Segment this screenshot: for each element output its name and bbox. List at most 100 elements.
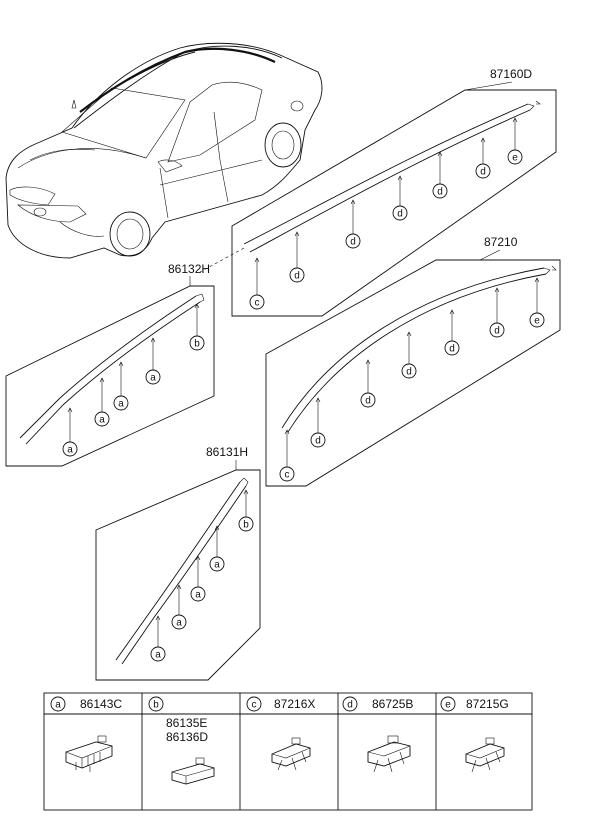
callout-letter: d: [397, 209, 403, 220]
callout-letter: a: [176, 618, 182, 629]
callout-letter: a: [214, 560, 220, 571]
callout-arrow: [118, 361, 124, 367]
callout-a: a: [62, 407, 78, 457]
callout-letter: a: [99, 415, 105, 426]
callout-circle: [209, 556, 225, 572]
legend-letter: d: [347, 700, 353, 711]
callout-letter: a: [67, 445, 73, 456]
callout-a: a: [209, 525, 225, 572]
callout-circle: [289, 267, 305, 283]
callout-circle: [279, 466, 295, 482]
callout-letter: a: [195, 590, 201, 601]
callout-letter: a: [155, 650, 161, 661]
callout-d: d: [475, 137, 491, 179]
callout-letter: d: [350, 237, 356, 248]
legend-cell-c: c 87216X: [246, 696, 315, 771]
callout-circle: [310, 432, 326, 448]
callout-circle: [345, 233, 361, 249]
callout-letter: d: [315, 436, 321, 447]
clip-e-icon: [465, 737, 505, 773]
callout-arrow: [155, 615, 161, 621]
moulding-group-86131h: 86131H: [95, 445, 261, 681]
moulding-group-87160d: 87160D: [199, 67, 557, 317]
callout-c: c: [279, 429, 295, 482]
part-label-87160d: 87160D: [490, 67, 532, 81]
callout-letter: c: [255, 298, 260, 309]
callout-arrow: [194, 303, 200, 309]
legend-part-number-2: 86136D: [166, 730, 208, 744]
callout-arrow: [99, 377, 105, 383]
callout-circle: [529, 312, 545, 328]
callout-circle: [238, 516, 254, 532]
callout-circle: [475, 163, 491, 179]
callout-arrow: [176, 584, 182, 590]
callout-b: b: [189, 303, 205, 351]
callout-circle: [249, 294, 265, 310]
callout-e: e: [507, 117, 523, 165]
callout-circle: [190, 586, 206, 602]
callout-letter: e: [534, 316, 540, 327]
callout-arrow: [397, 175, 403, 181]
callout-circle: [113, 395, 129, 411]
callout-letter: d: [449, 344, 455, 355]
callout-d: d: [310, 397, 326, 448]
callout-arrow: [437, 151, 443, 157]
clip-b-icon: [171, 757, 215, 785]
callout-a: a: [94, 377, 110, 427]
callout-d: d: [401, 331, 417, 379]
callout-circle: [94, 411, 110, 427]
callout-arrow: [494, 287, 500, 293]
callout-circle: [489, 322, 505, 338]
legend-part-number: 86143C: [80, 697, 122, 711]
callout-letter: d: [480, 167, 486, 178]
clip-a-icon: [65, 735, 113, 772]
callout-arrow: [534, 277, 540, 283]
moulding-group-87210: 87210: [265, 235, 561, 487]
callout-a: a: [150, 615, 166, 662]
callout-d: d: [432, 151, 448, 199]
callout-letter: a: [150, 373, 156, 384]
callout-circle: [189, 335, 205, 351]
callout-arrow: [150, 337, 156, 343]
callout-arrow: [365, 359, 371, 365]
callout-letter: e: [512, 153, 518, 164]
legend-cell-d: d 86725B: [342, 696, 413, 773]
callout-arrow: [67, 407, 73, 413]
callout-arrow: [294, 231, 300, 237]
callout-e: e: [529, 277, 545, 328]
callout-letter: b: [194, 339, 200, 350]
callout-arrow: [315, 397, 321, 403]
callout-a: a: [171, 584, 187, 630]
callout-arrow: [449, 309, 455, 315]
legend-cell-b: b 86135E 86136D: [148, 696, 215, 785]
callout-circle: [392, 205, 408, 221]
part-label-86132h: 86132H: [168, 262, 210, 276]
callout-arrow: [350, 199, 356, 205]
callout-circle: [444, 340, 460, 356]
legend-cell-a: a 86143C: [50, 696, 122, 772]
legend-letter: c: [252, 700, 257, 711]
legend-part-number: 87215G: [466, 697, 509, 711]
callout-letter: a: [118, 399, 124, 410]
callout-circle: [62, 441, 78, 457]
clip-d-icon: [367, 735, 411, 773]
callout-arrow: [480, 137, 486, 143]
callout-d: d: [345, 199, 361, 249]
callout-arrow: [254, 257, 260, 263]
callout-arrow: [406, 331, 412, 337]
callout-circle: [171, 614, 187, 630]
clip-c-icon: [271, 737, 311, 771]
callout-d: d: [444, 309, 460, 356]
legend-part-number: 87216X: [274, 697, 315, 711]
callout-c: c: [249, 257, 265, 310]
legend-part-number: 86725B: [372, 697, 413, 711]
callout-d: d: [289, 231, 305, 283]
legend-part-number: 86135E: [166, 716, 207, 730]
callout-circle: [145, 369, 161, 385]
legend-letter: b: [153, 700, 159, 711]
callout-d: d: [489, 287, 505, 338]
legend-letter: e: [445, 700, 451, 711]
callout-circle: [401, 363, 417, 379]
